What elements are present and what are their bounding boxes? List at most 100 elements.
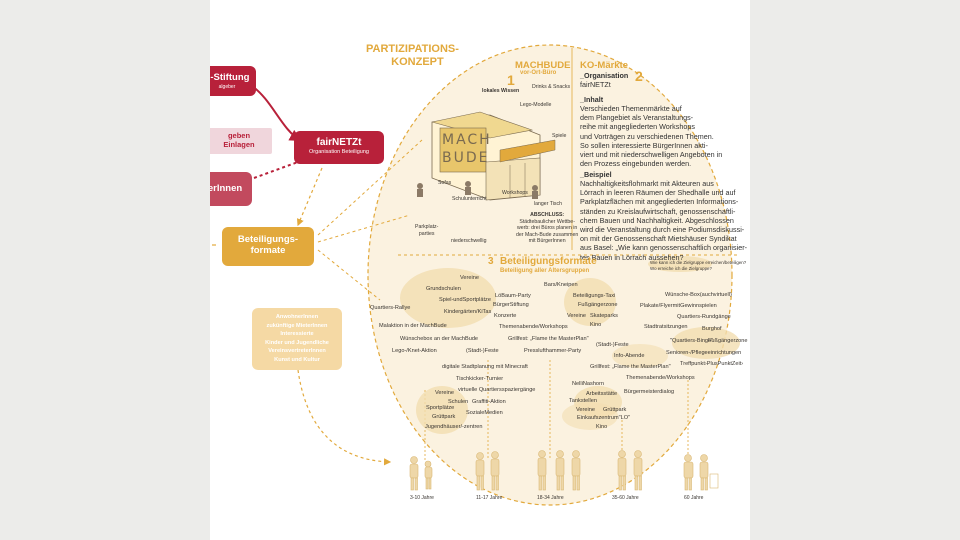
format-item: Wünschebox an der MachBude — [400, 336, 479, 342]
format-item: "Quartiers-Bingo" — [670, 338, 714, 344]
format-item: Fußgängerzone — [708, 338, 748, 344]
format-item: Beteiligungs-Taxi — [573, 293, 616, 299]
format-item: Grillfest: „Flame the MasterPlan" — [590, 364, 671, 370]
ko-beispiel-line: Parkplatzflächen mit angegliederten Info… — [580, 197, 739, 207]
format-item: Wünsche-Box(auchvirtuell) — [665, 292, 732, 298]
format-item: Presslufthammer-Party — [524, 348, 582, 354]
format-item: Schulen — [448, 399, 469, 405]
ko-org-head: _Organisation — [580, 71, 629, 80]
ko-beispiel-line: ständen zu Kreislaufwirtschaft, genossen… — [580, 206, 736, 216]
format-item: Konzerte — [494, 313, 517, 319]
ko-inhalt-line: So sollen interessierte BürgerInnen akti… — [580, 140, 708, 150]
audience-line: Interessierte — [280, 331, 314, 338]
formats-number: 3 — [488, 256, 494, 267]
format-item: Spiel-undSportplätze — [439, 297, 491, 303]
geben-line-1: geben — [227, 131, 251, 140]
ko-number: 2 — [635, 68, 643, 84]
ko-inhalt-line: Verschieden Themenmärkte auf — [580, 104, 682, 113]
age-label: 18-34 Jahre — [537, 495, 564, 501]
ko-title: KO-Märkte — [580, 60, 629, 71]
machbude-illustration — [417, 111, 556, 201]
gold-arrow-4 — [317, 249, 381, 301]
machbude-sign-bottom: BUDE — [442, 150, 490, 166]
machbude-sign-top: MACH — [442, 132, 492, 148]
format-item: Kindergärten/KiTas — [444, 309, 492, 315]
format-item: (Stadt-)Feste — [466, 348, 499, 354]
audience-line: VereinsvertreterInnen — [268, 348, 326, 355]
format-item: Vereine — [435, 390, 454, 396]
ko-inhalt-line: und Vorträgen zu verschiedenen Themen. — [580, 131, 714, 141]
ko-inhalt-line: viert und mit niederschwelligen Angebote… — [580, 150, 723, 160]
format-item: Graffiti-Aktion — [472, 399, 506, 405]
label-parkplatz: Parkplatz- parties — [415, 224, 438, 238]
age-label: 35-60 Jahre — [612, 495, 639, 501]
ko-beispiel-line: on mit der Genossenschaft Mietshäuser Sy… — [580, 234, 737, 244]
red-arrow-2 — [253, 161, 299, 179]
stiftung-box-sub: algeber — [218, 84, 236, 90]
format-item: Bars/Kneipen — [544, 282, 578, 288]
fairnetzt-box[interactable]: fairNETZt Organisation Beteiligung — [294, 131, 384, 164]
beteiligungs-line-1: Beteiligungs- — [237, 234, 299, 245]
ko-beispiel-line: chem Bauen und Nachhaltigkeit. Abgeschlo… — [580, 215, 734, 225]
format-item: Themenabende/Workshops — [499, 324, 568, 330]
concept-title: PARTIZIPATIONS- KONZEPT — [366, 43, 459, 69]
tenants-box[interactable]: erInnen — [210, 172, 252, 206]
label-parkplatz-line: Parkplatz- — [415, 224, 439, 230]
label-parkplatz-line: parties — [418, 231, 435, 237]
label-sofas: Sofas — [438, 180, 452, 186]
stiftung-box-label: n-Stiftung — [210, 72, 250, 83]
label-lego: Lego-Modelle — [520, 102, 552, 108]
format-item: Info-Abende — [614, 353, 645, 359]
format-item: SozialeMedien — [466, 410, 503, 416]
ko-beispiel-line: Lörrach in leeren Räumen der Shedhalle u… — [580, 188, 736, 198]
format-item: Tankstellen — [569, 398, 597, 404]
audience-line: Kinder und Jugendliche — [265, 339, 329, 346]
gold-arrow-1 — [297, 167, 323, 227]
ko-inhalt-head: _Inhalt — [580, 95, 604, 104]
format-item: Grüttpark — [432, 414, 456, 420]
format-item: Quartiers-Rundgänge — [677, 314, 731, 320]
beteiligungs-box[interactable]: Beteiligungs- formate — [222, 227, 314, 266]
format-item: Burghof — [702, 326, 722, 332]
format-item: Vereine — [567, 313, 586, 319]
format-item: Fußgängerzone — [578, 302, 618, 308]
audience-line: zukünftige MieterInnen — [266, 322, 328, 329]
stiftung-box[interactable]: n-Stiftung algeber — [210, 66, 256, 96]
label-workshops: Workshops — [502, 190, 528, 196]
label-schulunterricht: Schulunterricht — [452, 196, 487, 202]
format-item: Einkaufszentrum"LO" — [577, 415, 631, 421]
formats-question-line: Wo erreiche ich die Zielgruppe? — [650, 266, 712, 271]
ko-beispiel-line: tes Bauen in Lörrach aussehen? — [580, 252, 684, 262]
ko-org-text: fairNETZt — [580, 80, 611, 89]
geben-line-2: Einlagen — [223, 140, 255, 149]
format-item: BürgerStiftung — [493, 302, 529, 308]
formats-title: Beteiligungsformate — [500, 256, 597, 267]
format-item: Quartiers-Rallye — [370, 305, 411, 311]
ko-inhalt-line: dem Plangebiet als Veranstaltungs- — [580, 113, 694, 123]
fairnetzt-box-sub: Organisation Beteiligung — [309, 149, 369, 155]
audience-box: AnwohnerInnen zukünftige MieterInnen Int… — [252, 308, 342, 370]
abschluss-line: Städtebaulicher Wettbe- — [519, 218, 575, 225]
format-item: Grundschulen — [426, 286, 461, 292]
format-item: Malaktion in der MachBude — [379, 323, 447, 329]
format-item: Sportplätze — [426, 405, 455, 411]
formats-question: Wie kann ich die Zielgruppe erreichen/be… — [650, 260, 746, 272]
gold-arrow-2 — [317, 214, 411, 243]
format-item: Vereine — [576, 407, 595, 413]
label-niederschwellig: niederschwellig — [451, 238, 487, 244]
format-item: LöBaum-Party — [495, 293, 531, 299]
age-label: 3-10 Jahre — [410, 495, 434, 501]
format-item: Vereine — [460, 275, 479, 281]
format-item: Tischkicker-Turnier — [456, 376, 504, 382]
format-item: Senioren-/Pflegeeinrichtungen — [666, 350, 742, 356]
formats-question-line: Wie kann ich die Zielgruppe erreichen/be… — [650, 260, 747, 265]
abschluss-block: ABSCHLUSS: Städtebaulicher Wettbe- werb:… — [516, 212, 578, 245]
label-lokales-wissen: lokales Wissen — [482, 88, 520, 94]
gold-arrow-5 — [297, 369, 392, 466]
ko-beispiel-line: aus Basel: „Wie kann genossenschaftlich … — [580, 243, 747, 253]
audience-line: AnwohnerInnen — [275, 314, 319, 320]
machbude-title: MACHBUDE — [515, 60, 571, 71]
machbude-subtitle: vor-Ort-Büro — [520, 70, 557, 76]
age-label: 11-17 Jahre — [476, 495, 503, 501]
